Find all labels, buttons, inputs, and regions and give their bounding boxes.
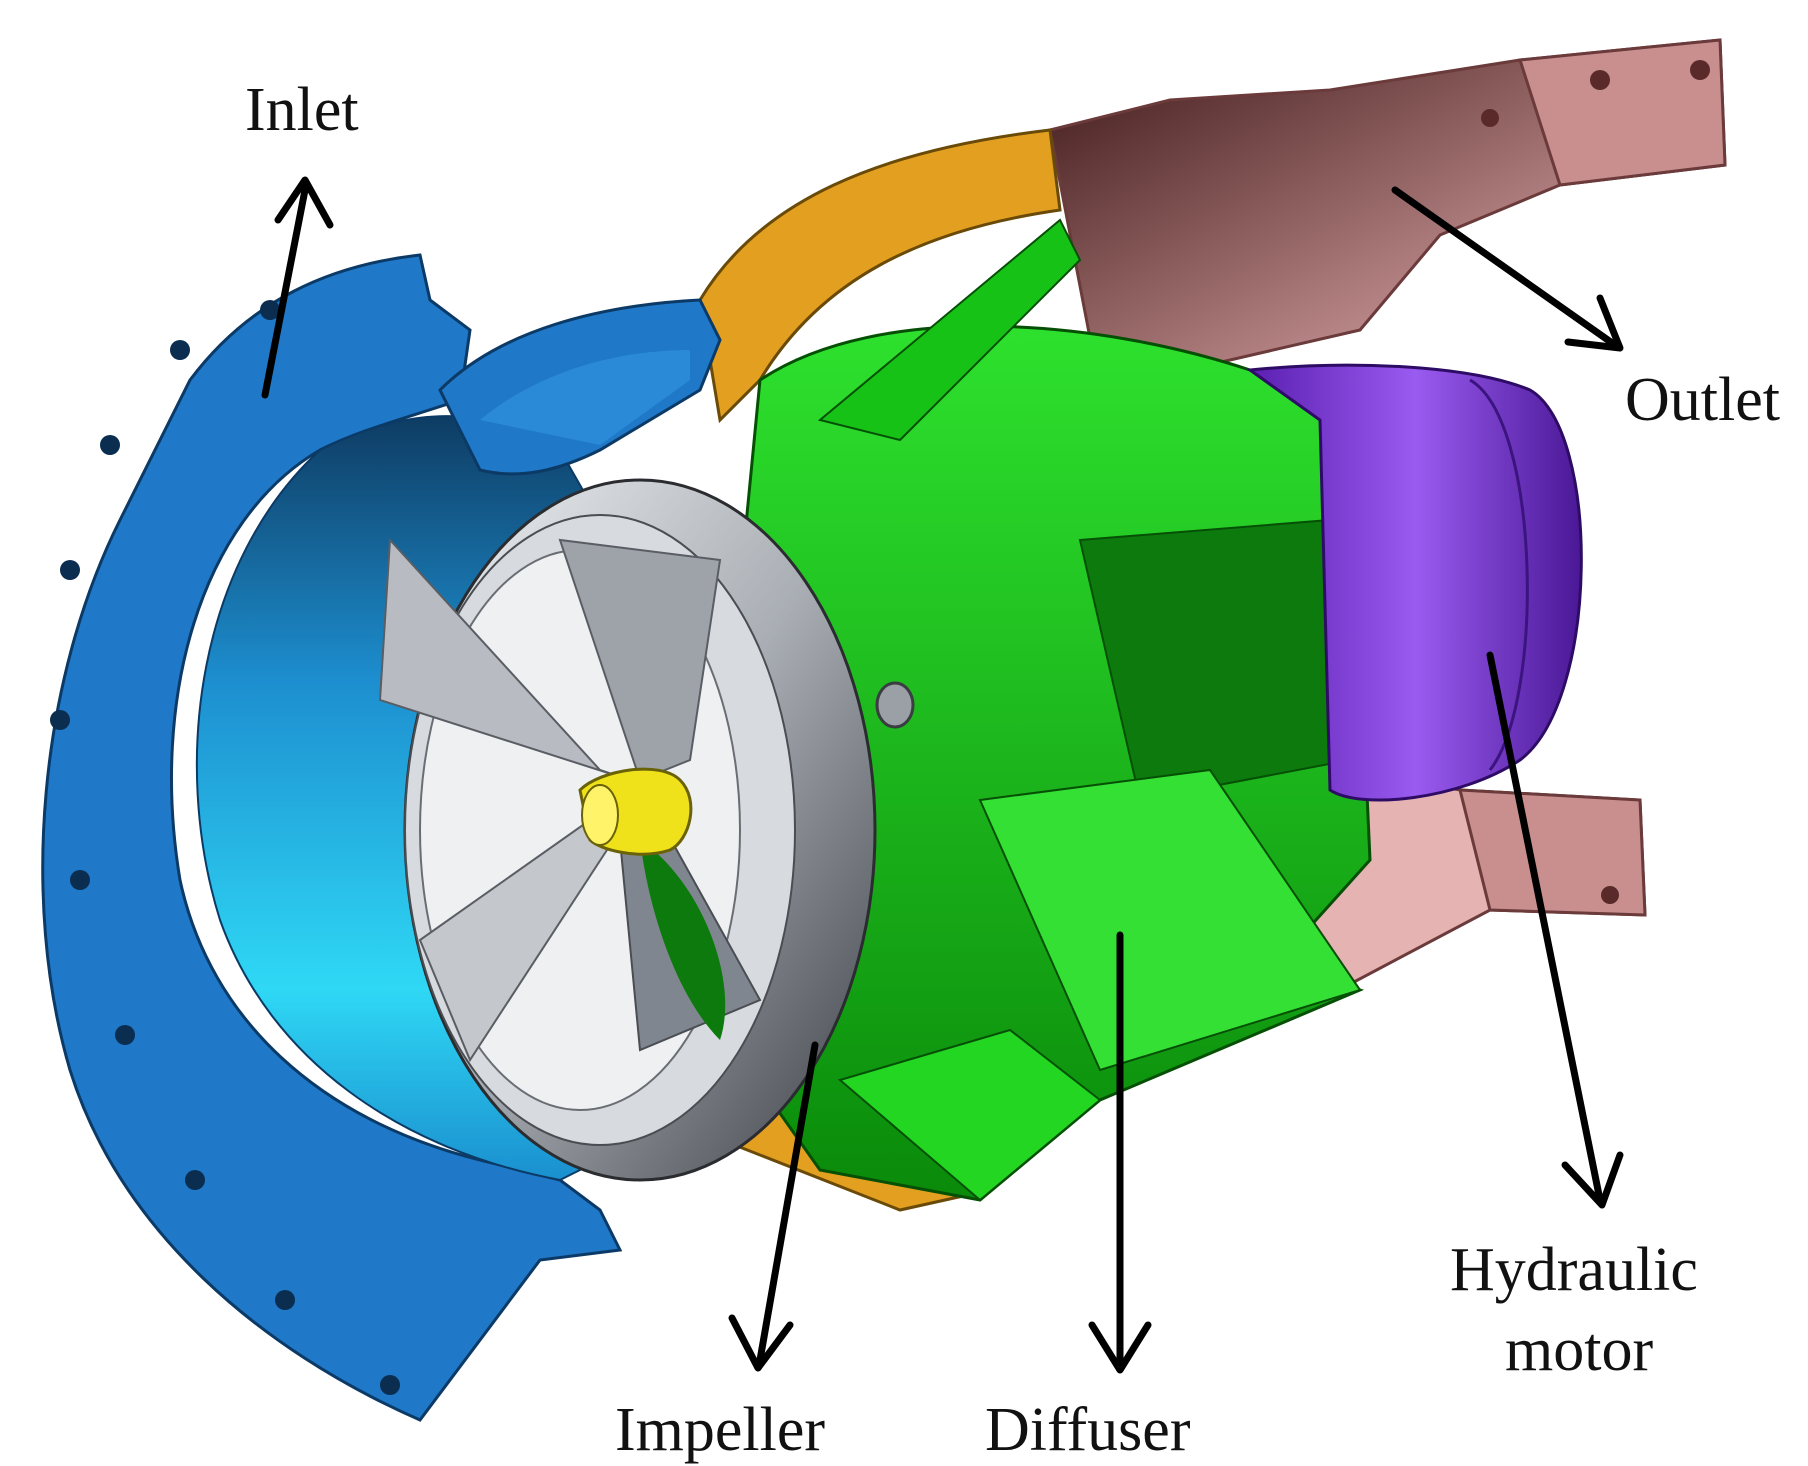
arrow-diffuser [1088,931,1152,1374]
diffuser [698,218,1372,1202]
arrow-hydraulic-motor [1486,651,1624,1209]
hub [578,767,693,856]
label-outlet: Outlet [1625,366,1780,434]
arrow-inlet [261,176,334,399]
label-diffuser: Diffuser [985,1396,1191,1464]
label-hydraulic-motor-line2: motor [1505,1316,1653,1384]
arrow-outlet [1391,186,1624,352]
label-inlet: Inlet [245,76,359,144]
label-hydraulic-motor-line1: Hydraulic [1450,1236,1698,1304]
arrow-impeller [728,1041,819,1372]
label-impeller: Impeller [615,1396,825,1464]
